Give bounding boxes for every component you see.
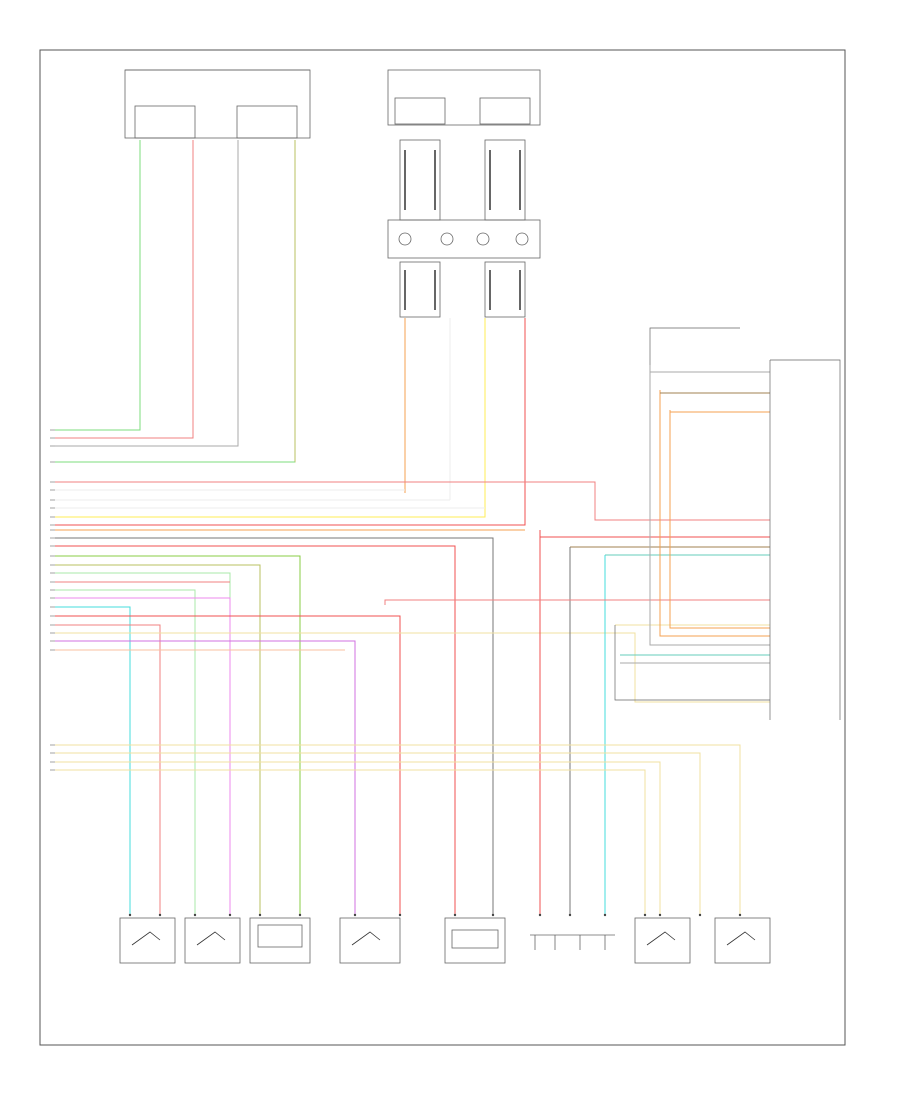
bottom-connector-dots (128, 913, 742, 917)
lower-bus-wires (55, 744, 741, 915)
sensor-1 (119, 917, 176, 964)
resistor-module (444, 917, 506, 964)
sensor-2 (184, 917, 241, 964)
clockspring-connector (387, 219, 541, 259)
diagram-frame (39, 49, 846, 1046)
top-center-wires (55, 318, 526, 526)
sensor-5 (714, 917, 771, 964)
sensor-4 (634, 917, 691, 964)
top-left-module (124, 69, 311, 139)
left-bus-wires (55, 481, 770, 915)
bottom-components (119, 917, 771, 964)
left-connector-pins (50, 429, 55, 771)
right-side-wires (384, 365, 770, 915)
top-left-wires (55, 140, 296, 463)
airbag-module (249, 917, 311, 964)
seat-pressure-sensor (530, 934, 615, 950)
sensor-3 (339, 917, 401, 964)
top-center-module (387, 69, 541, 318)
right-module (614, 327, 841, 720)
